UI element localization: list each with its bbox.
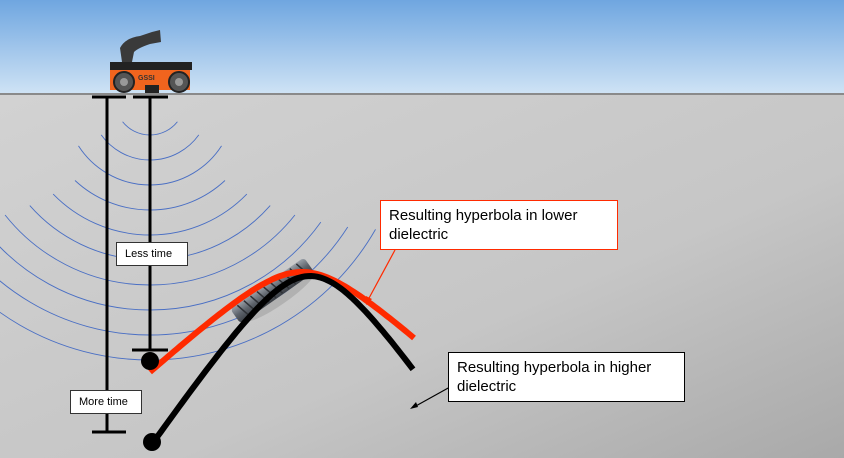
time-scale-bars <box>92 95 168 434</box>
higher-dielectric-callout: Resulting hyperbola in higher dielectric <box>448 352 685 402</box>
lower-dielectric-callout: Resulting hyperbola in lower dielectric <box>380 200 618 250</box>
callout-arrows <box>366 249 451 409</box>
gpr-cart-icon: GSSI <box>110 30 192 93</box>
lower-dielectric-hyperbola <box>148 269 416 375</box>
less-time-label: Less time <box>116 242 188 266</box>
more-time-label: More time <box>70 390 142 414</box>
higher-dielectric-hyperbola <box>152 272 416 442</box>
reflection-point-less-time <box>141 352 159 370</box>
reflection-point-more-time <box>143 433 161 451</box>
svg-text:GSSI: GSSI <box>138 75 155 82</box>
